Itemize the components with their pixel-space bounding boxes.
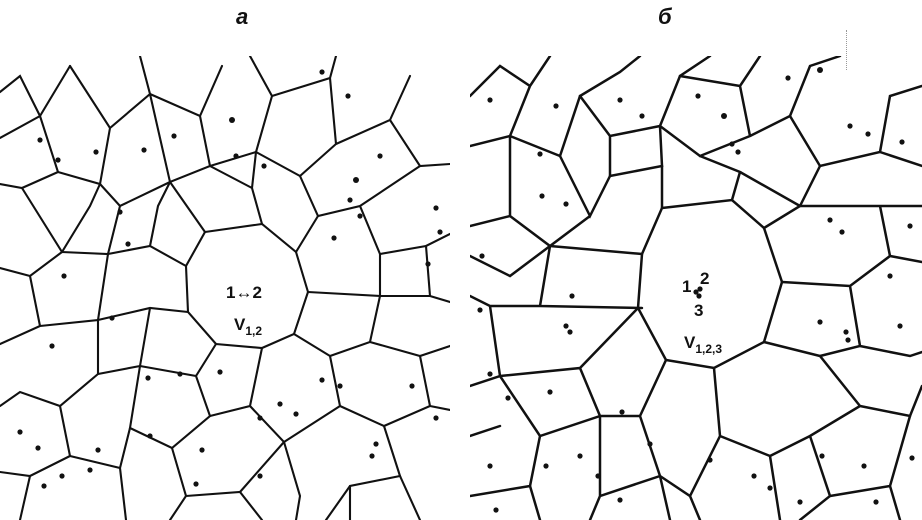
volume-label: V1,2 [234,315,262,338]
voronoi-sites-a [17,69,443,489]
volume-symbol: V [234,315,246,334]
voronoi-sites-b [477,67,915,513]
voronoi-diagram-b: 1 2 3 V1,2,3 [470,56,922,520]
volume-label: V1,2,3 [684,333,722,356]
site-3-label: 3 [694,301,703,320]
volume-symbol: V [684,333,696,352]
voronoi-diagram-a: 1↔2 V1,2 [0,56,450,520]
volume-subscript: 1,2 [245,324,262,338]
voronoi-edges-b [470,56,922,520]
voronoi-edges-a [0,56,450,520]
central-cell-labels-a: 1↔2 V1,2 [226,283,262,338]
site-1-label: 1 [682,277,691,296]
panel-a-title: a [236,4,249,29]
volume-subscript: 1,2,3 [695,342,722,356]
site-2-dot [697,286,703,292]
site-1-dot [693,289,699,295]
central-cell-edge [184,222,310,350]
voronoi-panel-b: 1 2 3 V1,2,3 [470,56,922,520]
scan-mark [846,30,849,70]
central-cell-labels-b: 1 2 3 V1,2,3 [682,269,722,356]
voronoi-panel-a: 1↔2 V1,2 [0,56,450,520]
site-2-label: 2 [700,269,709,288]
site-pair-label: 1↔2 [226,283,262,302]
site-3-dot [696,293,702,299]
central-cell-edge [636,198,784,370]
panel-b-title: б [658,4,672,29]
